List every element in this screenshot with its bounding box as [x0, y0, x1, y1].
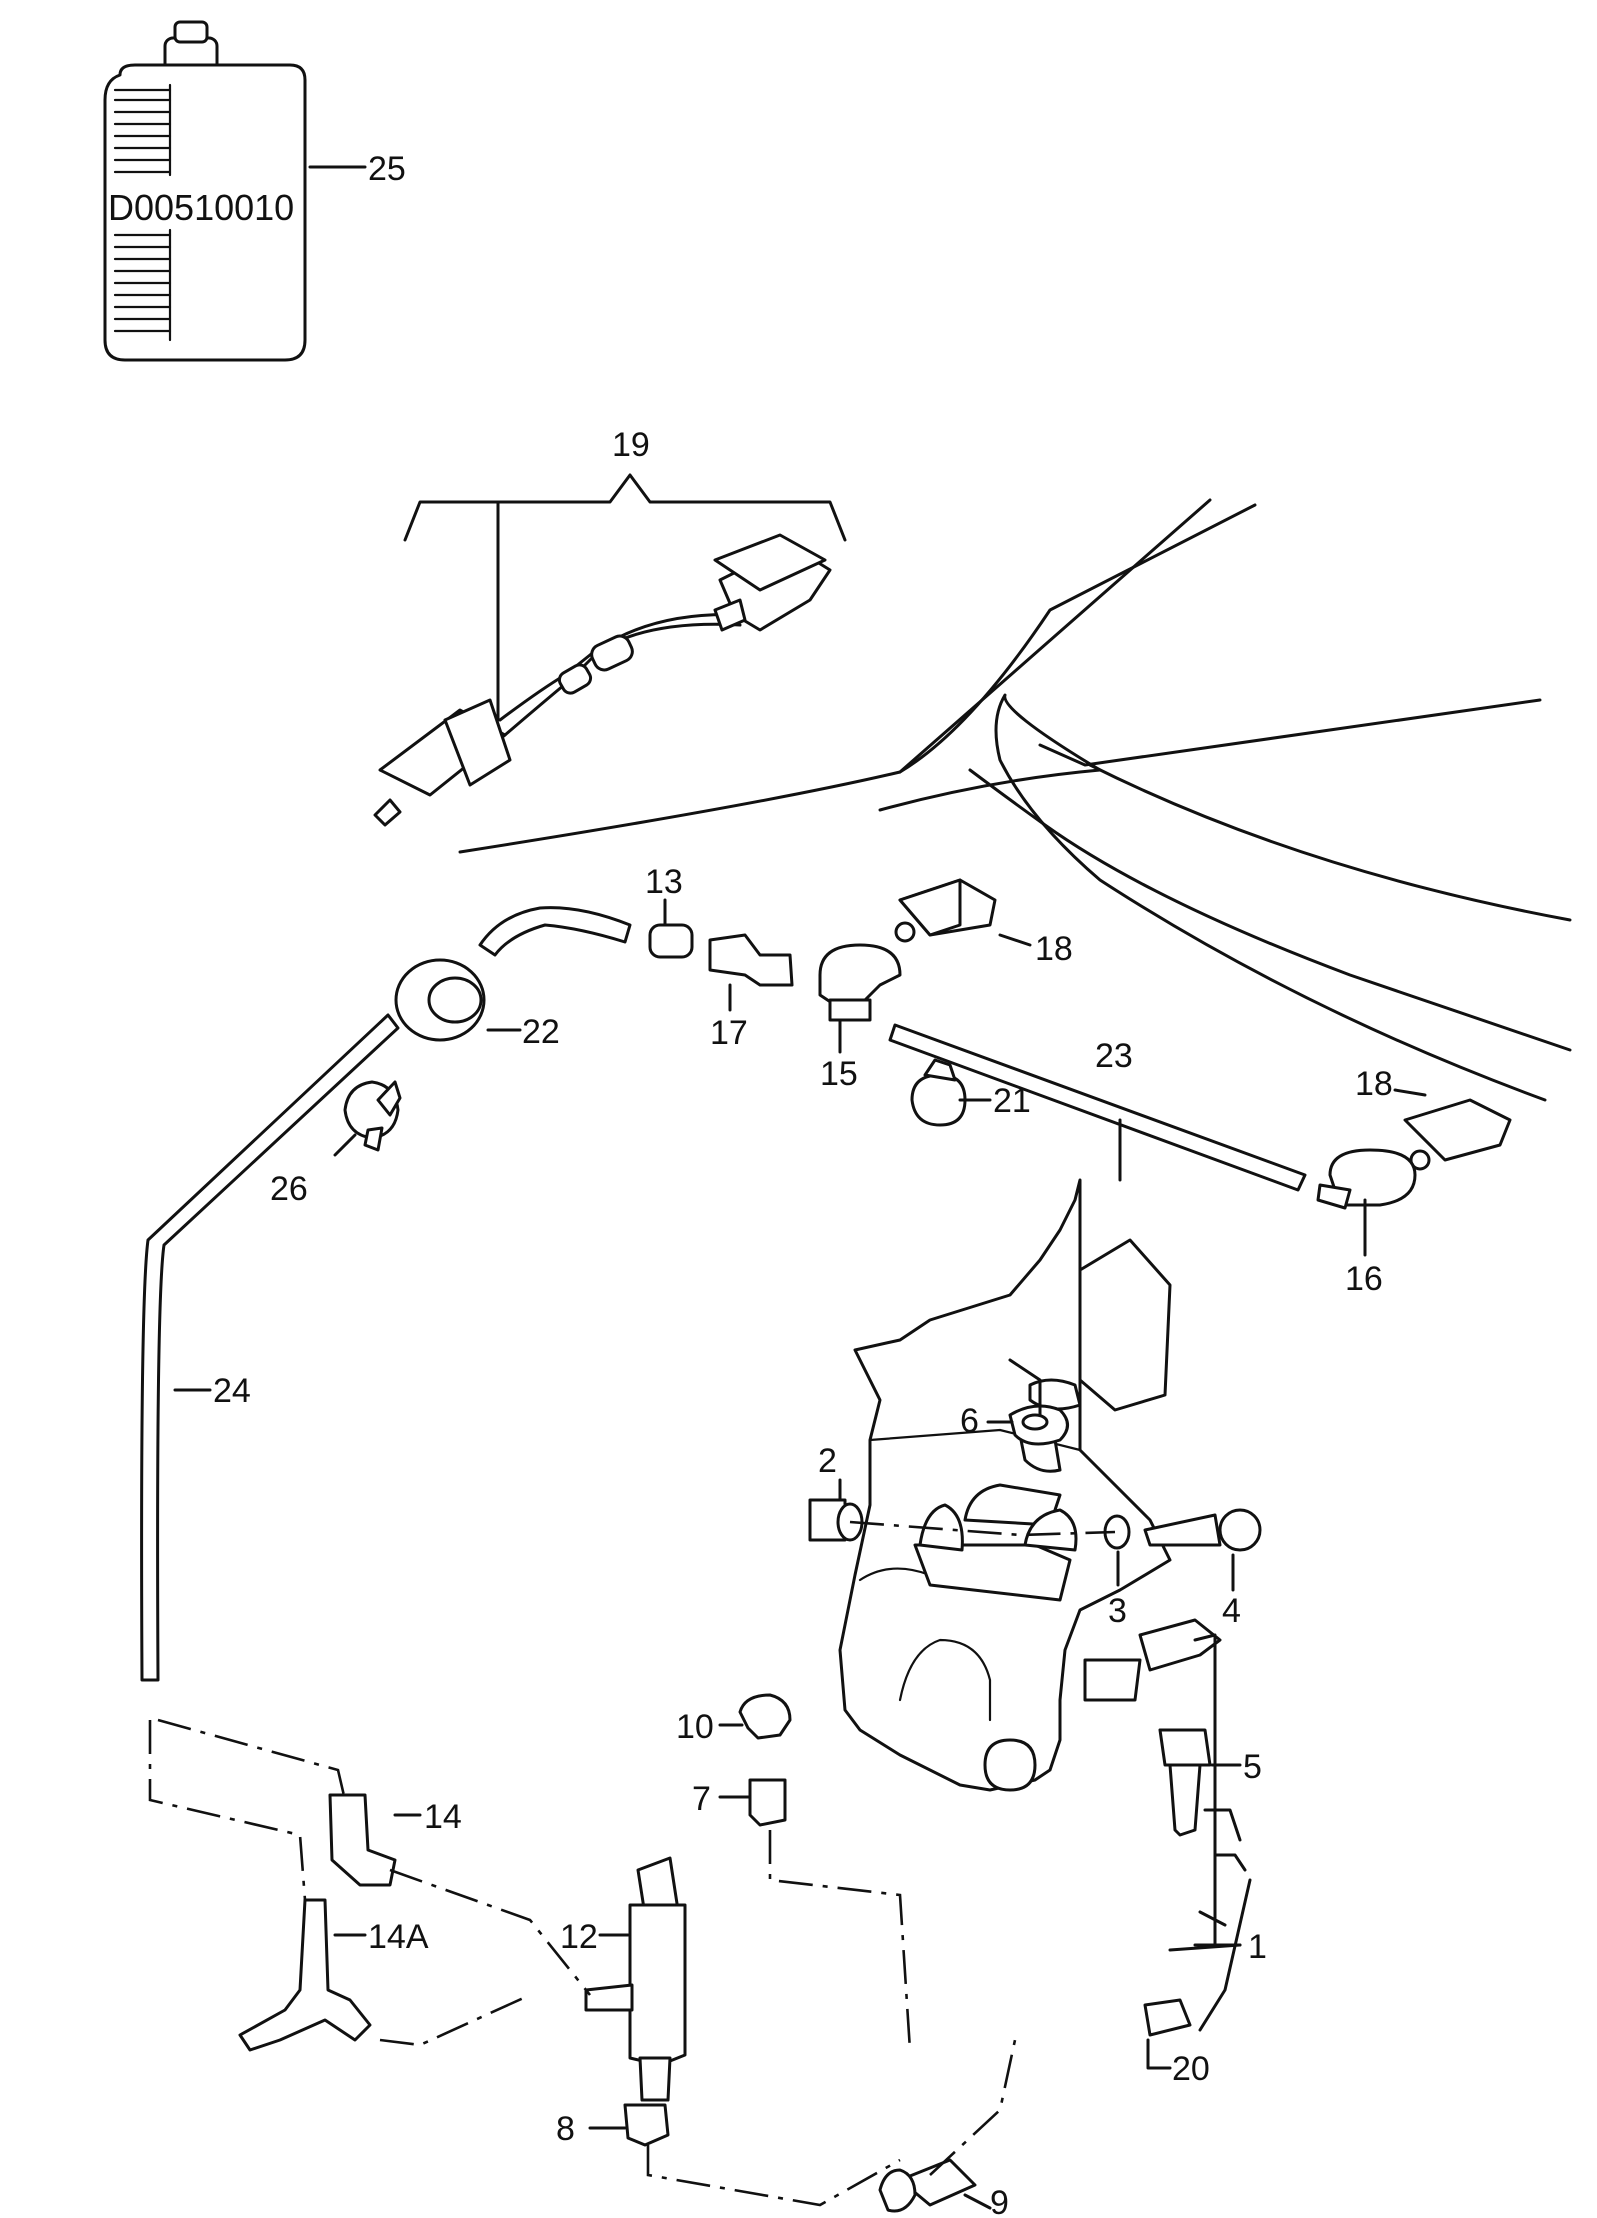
- label-18b: 18: [1355, 1065, 1393, 1103]
- label-7: 7: [692, 1780, 711, 1818]
- washer-pump: [584, 1856, 687, 2102]
- label-18a: 18: [1035, 930, 1073, 968]
- label-9: 9: [990, 2184, 1009, 2218]
- grommet-22: [394, 958, 486, 1042]
- clip-20: [1143, 1998, 1192, 2037]
- washer-tank: [838, 1178, 1222, 1792]
- label-15: 15: [820, 1055, 858, 1093]
- label-12: 12: [560, 1918, 598, 1956]
- callouts: 1 2 3 4 5 6 7 8 9 10 12 13 14 14A 15 16 …: [213, 150, 1393, 2218]
- label-8: 8: [556, 2110, 575, 2148]
- clip-21: [910, 1058, 967, 1127]
- label-17: 17: [710, 1014, 748, 1052]
- label-5: 5: [1243, 1748, 1262, 1786]
- label-22: 22: [522, 1013, 560, 1051]
- connectors: [238, 1793, 397, 2052]
- upper-hose-parts: [478, 878, 997, 1022]
- label-21: 21: [993, 1082, 1031, 1120]
- fasteners: [623, 1404, 1262, 2213]
- label-23: 23: [1095, 1037, 1133, 1075]
- label-16: 16: [1345, 1260, 1383, 1298]
- assembly-lines: [148, 1520, 1116, 2207]
- hose-23: [888, 1023, 1307, 1192]
- hood-outline: [458, 498, 1572, 1102]
- clip-26: [343, 1080, 402, 1152]
- label-19: 19: [612, 426, 650, 464]
- label-26: 26: [270, 1170, 308, 1208]
- label-3: 3: [1108, 1592, 1127, 1630]
- bottle-code: D00510010: [108, 187, 294, 228]
- label-14a: 14A: [368, 1918, 429, 1956]
- label-2: 2: [818, 1442, 837, 1480]
- leader-lines: [173, 898, 1427, 2210]
- label-4: 4: [1222, 1592, 1241, 1630]
- label-24: 24: [213, 1372, 251, 1410]
- label-14: 14: [424, 1798, 462, 1836]
- jet-assembly: [373, 473, 847, 827]
- hose-24: [140, 1013, 400, 1682]
- label-6: 6: [960, 1402, 979, 1440]
- label-1: 1: [1248, 1928, 1267, 1966]
- label-10: 10: [676, 1708, 714, 1746]
- label-20: 20: [1172, 2050, 1210, 2088]
- label-25: 25: [368, 150, 406, 188]
- right-jet: [1316, 1098, 1512, 1210]
- fluid-bottle: D00510010: [103, 20, 307, 362]
- label-13: 13: [645, 863, 683, 901]
